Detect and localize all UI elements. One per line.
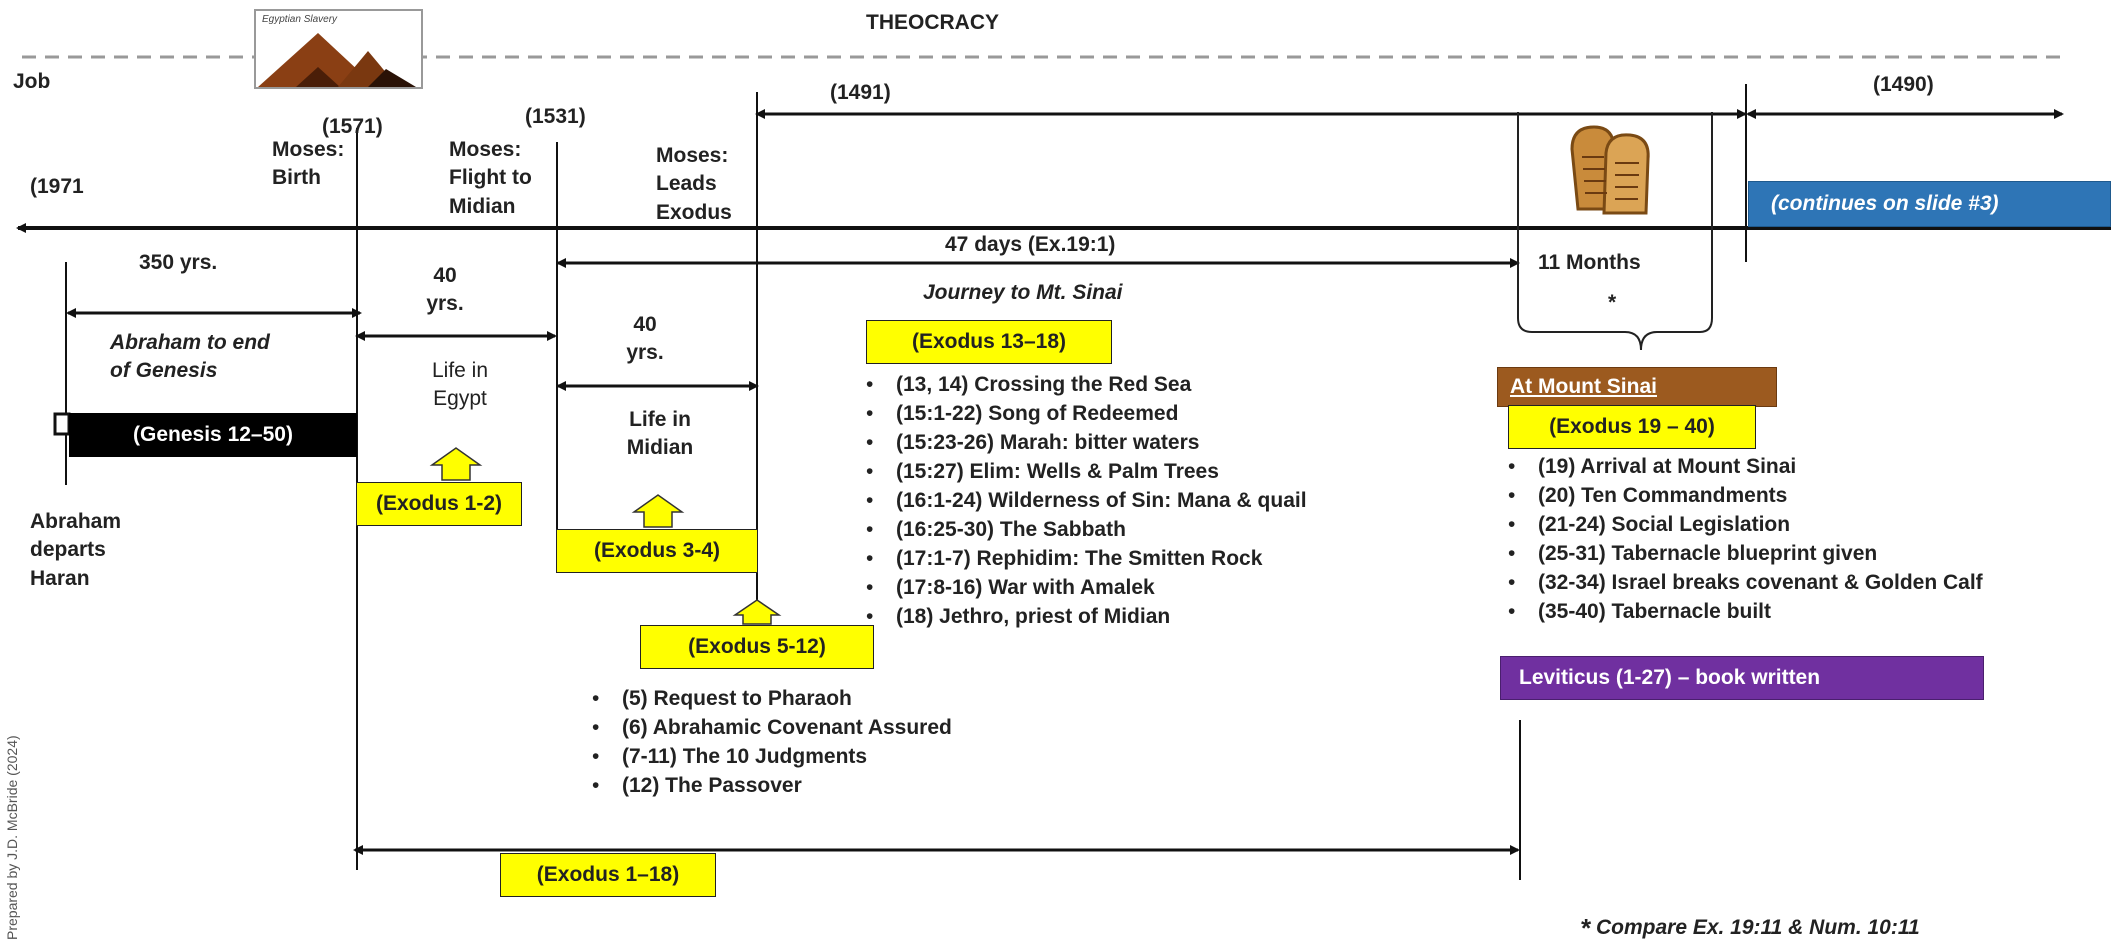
list-item: (21-24) Social Legislation xyxy=(1508,510,1983,539)
list-item: (20) Ten Commandments xyxy=(1508,481,1983,510)
list-item: (6) Abrahamic Covenant Assured xyxy=(592,713,952,742)
exodus-13-18-box: (Exodus 13–18) xyxy=(866,320,1112,364)
exodus-13-18-list: (13, 14) Crossing the Red Sea (15:1-22) … xyxy=(866,370,1307,631)
span-47-days: 47 days (Ex.19:1) xyxy=(945,231,1115,259)
exodus-19-40-box: (Exodus 19 – 40) xyxy=(1508,405,1756,449)
continues-on-slide-3-box: (continues on slide #3) xyxy=(1748,181,2111,227)
footnote-text: Compare Ex. 19:11 & Num. 10:11 xyxy=(1596,916,1920,939)
date-1491: (1491) xyxy=(830,79,891,107)
list-item: (18) Jethro, priest of Midian xyxy=(866,602,1307,631)
list-item: (15:23-26) Marah: bitter waters xyxy=(866,428,1307,457)
list-item: (7-11) The 10 Judgments xyxy=(592,742,952,771)
pyramids-image: Egyptian Slavery xyxy=(254,9,423,89)
span-11-months: 11 Months xyxy=(1538,249,1641,277)
span-journey-to-sinai: Journey to Mt. Sinai xyxy=(923,279,1123,307)
job-label: Job xyxy=(13,68,50,96)
list-item: (25-31) Tabernacle blueprint given xyxy=(1508,539,1983,568)
genesis-box: (Genesis 12–50) xyxy=(69,413,357,457)
list-item: (32-34) Israel breaks covenant & Golden … xyxy=(1508,568,1983,597)
tablets-icon xyxy=(1558,117,1668,217)
exodus-1-2-box: (Exodus 1-2) xyxy=(356,482,522,526)
exodus-5-12-box: (Exodus 5-12) xyxy=(640,625,874,669)
list-item: (15:27) Elim: Wells & Palm Trees xyxy=(866,457,1307,486)
span-350-yrs: 350 yrs. xyxy=(139,249,217,277)
compare-footnote: * Compare Ex. 19:11 & Num. 10:11 xyxy=(1580,911,1920,946)
up-arrow-exodus-5-12 xyxy=(735,600,779,624)
list-item: (17:1-7) Rephidim: The Smitten Rock xyxy=(866,544,1307,573)
leviticus-box: Leviticus (1-27) – book written xyxy=(1500,656,1984,700)
list-item: (35-40) Tabernacle built xyxy=(1508,597,1983,626)
exodus-3-4-box: (Exodus 3-4) xyxy=(556,529,758,573)
exodus-19-40-list: (19) Arrival at Mount Sinai (20) Ten Com… xyxy=(1508,452,1983,626)
list-item: (17:8-16) War with Amalek xyxy=(866,573,1307,602)
exodus-1-18-box: (Exodus 1–18) xyxy=(500,853,716,897)
prepared-by-credit: Prepared by J.D. McBride (2024) xyxy=(4,735,20,940)
list-item: (15:1-22) Song of Redeemed xyxy=(866,399,1307,428)
event-moses-birth: Moses:Birth xyxy=(272,136,344,193)
list-item: (16:25-30) The Sabbath xyxy=(866,515,1307,544)
up-arrow-exodus-3-4 xyxy=(634,495,682,527)
date-1490: (1490) xyxy=(1873,71,1934,99)
date-1531: (1531) xyxy=(525,103,586,131)
list-item: (16:1-24) Wilderness of Sin: Mana & quai… xyxy=(866,486,1307,515)
date-1971: (1971 xyxy=(30,173,84,201)
list-item: (19) Arrival at Mount Sinai xyxy=(1508,452,1983,481)
at-mount-sinai-label: At Mount Sinai xyxy=(1497,367,1777,407)
list-item: (5) Request to Pharaoh xyxy=(592,684,952,713)
up-arrow-exodus-1-2 xyxy=(432,448,480,480)
theocracy-title: THEOCRACY xyxy=(866,9,999,37)
exodus-5-12-list: (5) Request to Pharaoh (6) Abrahamic Cov… xyxy=(592,684,952,800)
footnote-asterisk: * xyxy=(1580,913,1590,943)
genesis-marker xyxy=(55,414,69,434)
list-item: (13, 14) Crossing the Red Sea xyxy=(866,370,1307,399)
asterisk-mark: * xyxy=(1608,289,1616,317)
list-item: (12) The Passover xyxy=(592,771,952,800)
